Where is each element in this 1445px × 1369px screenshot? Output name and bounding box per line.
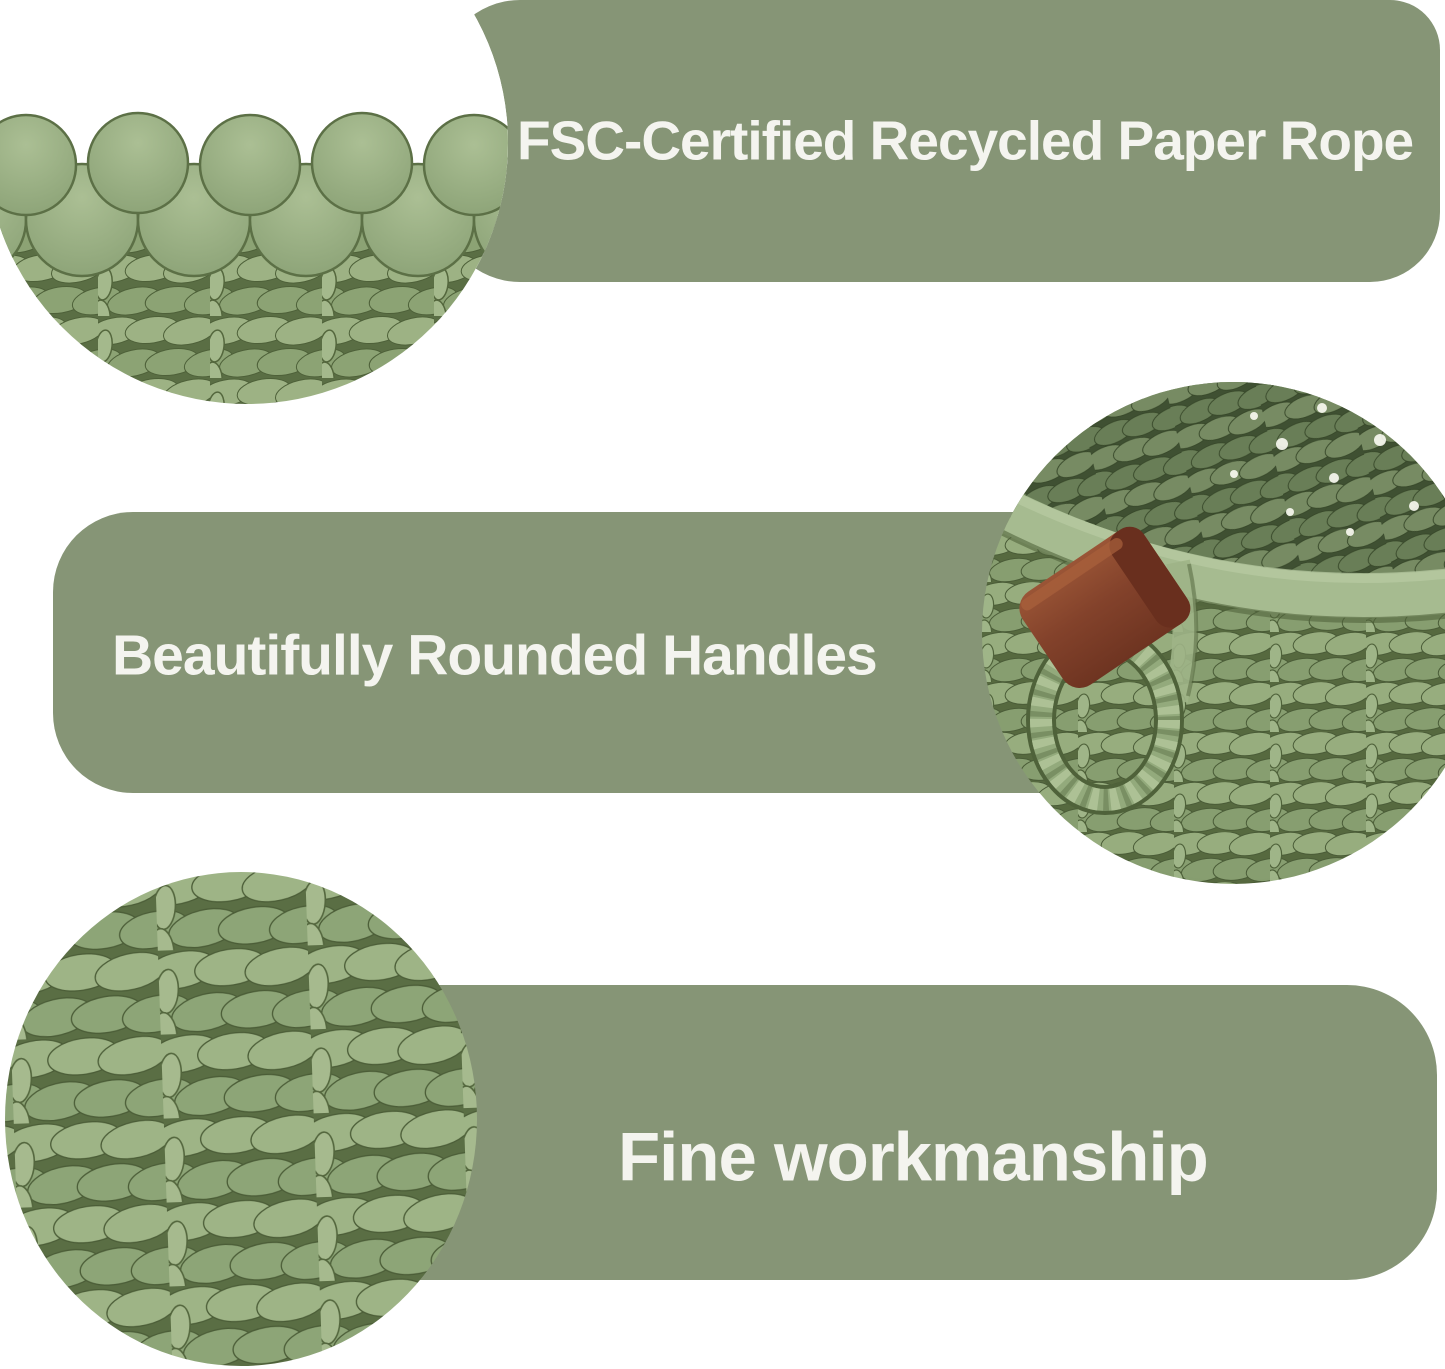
feature-banner-paper-rope — [440, 0, 1440, 282]
feature-caption-handles: Beautifully Rounded Handles — [112, 623, 878, 688]
basket-rim-illustration — [0, 0, 508, 404]
basket-weave-illustration — [5, 872, 477, 1366]
feature-caption-workmanship: Fine workmanship — [618, 1118, 1209, 1196]
photo-basket-scalloped-rim — [0, 0, 508, 404]
feature-caption-paper-rope: FSC-Certified Recycled Paper Rope — [517, 109, 1414, 172]
feature-banner-workmanship — [350, 985, 1437, 1280]
photo-basket-handle-corner — [982, 382, 1445, 884]
photo-basket-weave-closeup — [5, 872, 477, 1366]
basket-handle-illustration — [982, 382, 1445, 884]
